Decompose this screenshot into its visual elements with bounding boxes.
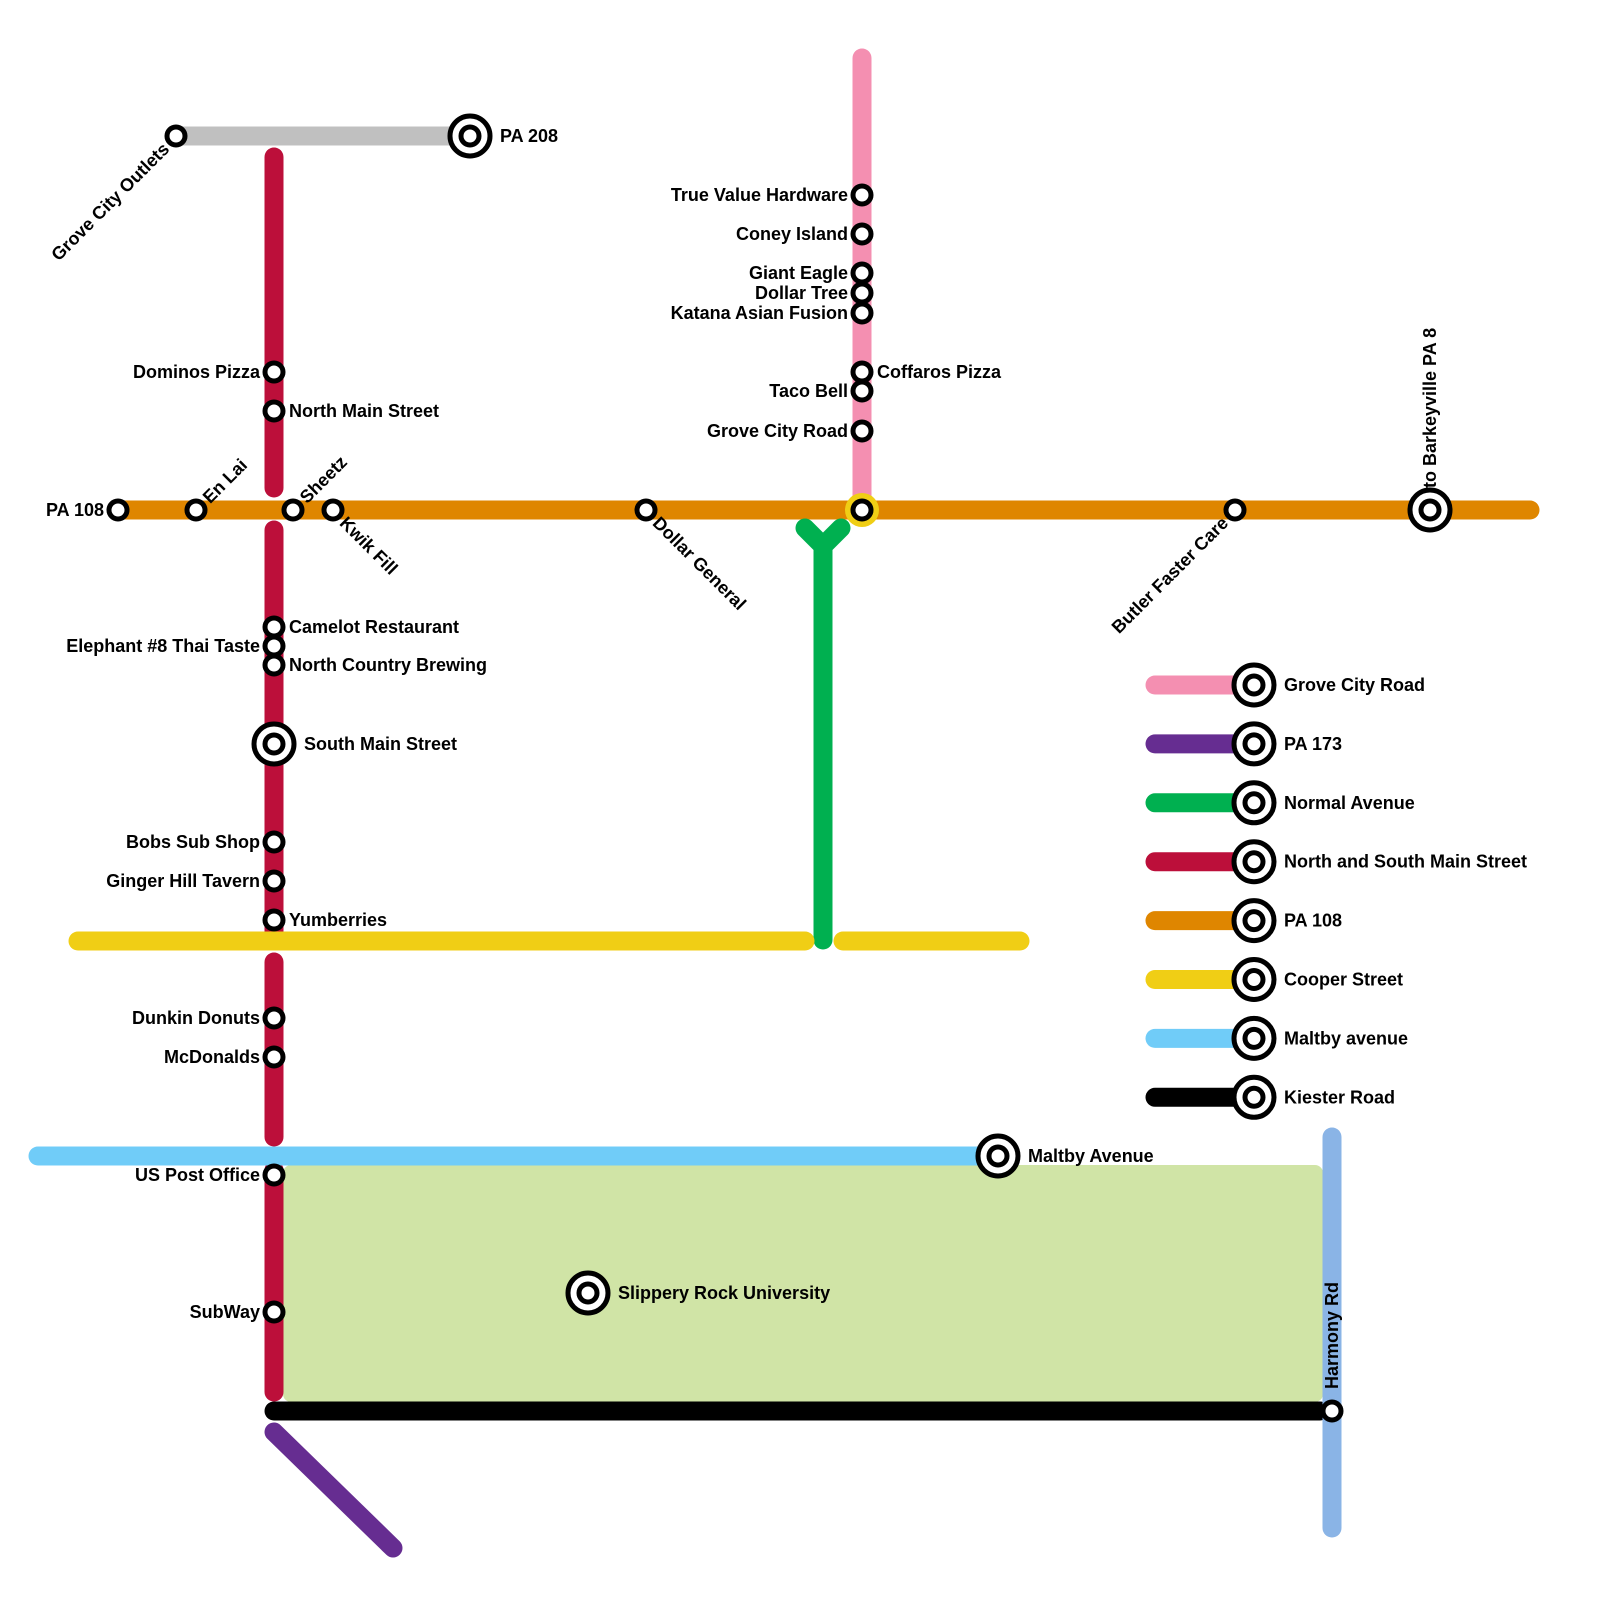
- station-label: Dominos Pizza: [133, 362, 261, 382]
- legend-label: Maltby avenue: [1284, 1028, 1408, 1048]
- station-label: Dollar General: [649, 513, 750, 614]
- station-label: Maltby Avenue: [1028, 1146, 1154, 1166]
- station-label: Slippery Rock University: [618, 1283, 830, 1303]
- station-label: Camelot Restaurant: [289, 617, 459, 637]
- station-marker[interactable]: [262, 908, 286, 932]
- legend-label: PA 173: [1284, 734, 1342, 754]
- station-marker[interactable]: [262, 1300, 286, 1324]
- station-marker[interactable]: [164, 124, 188, 148]
- station-marker[interactable]: [281, 498, 305, 522]
- station-label: Grove City Outlets: [47, 139, 173, 265]
- station-marker-pa108-grove-city-road: [850, 498, 874, 522]
- station-marker[interactable]: [262, 653, 286, 677]
- station-label: Coney Island: [736, 224, 848, 244]
- station-label: Yumberries: [289, 910, 387, 930]
- station-marker[interactable]: [850, 379, 874, 403]
- station-marker[interactable]: [850, 301, 874, 325]
- station-marker[interactable]: [1320, 1399, 1344, 1423]
- interchange-inner-marker: [576, 1281, 600, 1305]
- legend-interchange-inner-icon: [1242, 968, 1266, 991]
- station-marker[interactable]: [850, 360, 874, 384]
- station-marker[interactable]: [634, 498, 658, 522]
- station-marker[interactable]: [262, 1163, 286, 1187]
- station-label: McDonalds: [164, 1047, 260, 1067]
- legend-interchange-inner-icon: [1242, 1026, 1266, 1050]
- station-label: Kwik Fill: [336, 513, 402, 579]
- station-marker[interactable]: [850, 222, 874, 246]
- station-marker[interactable]: [262, 1006, 286, 1030]
- station-marker[interactable]: [262, 830, 286, 854]
- station-marker[interactable]: [262, 869, 286, 893]
- station-label: Dunkin Donuts: [132, 1008, 260, 1028]
- station-label: Sheetz: [296, 452, 351, 507]
- legend-label: North and South Main Street: [1284, 852, 1527, 872]
- station-marker[interactable]: [184, 498, 208, 522]
- station-marker[interactable]: [262, 399, 286, 423]
- legend-interchange-inner-icon: [1242, 673, 1266, 697]
- station-marker[interactable]: [321, 498, 345, 522]
- station-label: Grove City Road: [707, 421, 848, 441]
- station-label: Taco Bell: [769, 381, 848, 401]
- station-label: Bobs Sub Shop: [126, 832, 260, 852]
- legend-interchange-inner-icon: [1242, 1085, 1266, 1109]
- station-marker[interactable]: [262, 615, 286, 639]
- legend-label: Cooper Street: [1284, 970, 1403, 990]
- station-marker[interactable]: [1223, 498, 1247, 522]
- station-marker[interactable]: [850, 281, 874, 305]
- station-marker[interactable]: [850, 419, 874, 443]
- station-label: Giant Eagle: [749, 263, 848, 283]
- station-label: North Main Street: [289, 401, 439, 421]
- station-label: US Post Office: [135, 1165, 260, 1185]
- station-marker[interactable]: [262, 1045, 286, 1069]
- station-label: Elephant #8 Thai Taste: [66, 636, 260, 656]
- legend-interchange-inner-icon: [1242, 791, 1266, 815]
- green-line-segment: [795, 518, 851, 950]
- purple-line-segment: [264, 1422, 403, 1558]
- station-marker[interactable]: [262, 634, 286, 658]
- campus-area: [283, 1165, 1323, 1402]
- interchange-inner-marker: [1418, 498, 1442, 522]
- interchange-inner-marker: [458, 124, 482, 148]
- station-marker[interactable]: [850, 183, 874, 207]
- interchange-inner-marker: [986, 1144, 1010, 1168]
- station-marker[interactable]: [106, 498, 130, 522]
- legend-interchange-inner-icon: [1242, 850, 1266, 874]
- station-label: to Barkeyville PA 8: [1420, 328, 1440, 488]
- station-label: North Country Brewing: [289, 655, 487, 675]
- legend-interchange-inner-icon: [1242, 909, 1266, 933]
- legend-interchange-inner-icon: [1242, 732, 1266, 756]
- station-label: Ginger Hill Tavern: [106, 871, 260, 891]
- station-label: Coffaros Pizza: [877, 362, 1002, 382]
- station-label: SubWay: [190, 1302, 260, 1322]
- station-label: Butler Faster Care: [1108, 513, 1232, 637]
- station-label: Dollar Tree: [755, 283, 848, 303]
- station-marker[interactable]: [262, 360, 286, 384]
- station-label: PA 108: [46, 500, 104, 520]
- station-label: En Lai: [199, 455, 251, 507]
- station-label: True Value Hardware: [671, 185, 848, 205]
- legend-label: Kiester Road: [1284, 1087, 1395, 1107]
- station-label: PA 208: [500, 126, 558, 146]
- station-label: South Main Street: [304, 734, 457, 754]
- interchange-inner-marker: [262, 732, 286, 756]
- station-marker[interactable]: [850, 261, 874, 285]
- station-label: Katana Asian Fusion: [671, 303, 848, 323]
- legend-label: PA 108: [1284, 911, 1342, 931]
- legend-label: Grove City Road: [1284, 675, 1425, 695]
- station-label: Harmony Rd: [1322, 1282, 1342, 1389]
- legend-label: Normal Avenue: [1284, 793, 1415, 813]
